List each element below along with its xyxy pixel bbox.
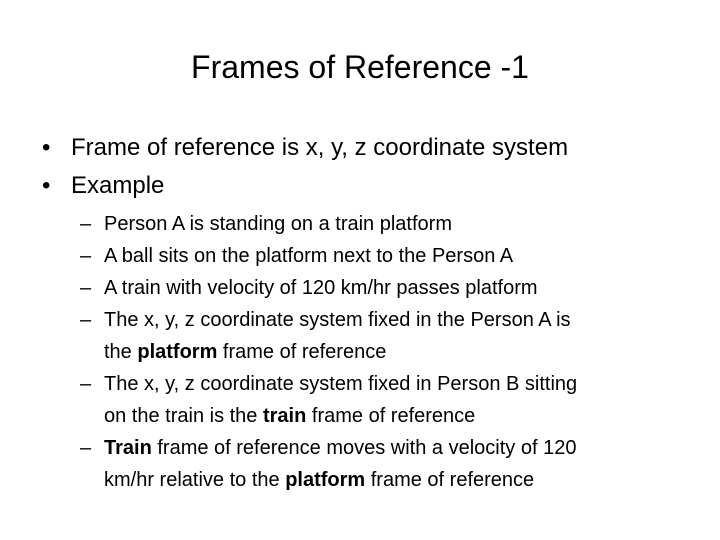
text-run: the <box>104 341 138 363</box>
bold-term: platform <box>285 469 366 491</box>
sub-bullet-marker: – <box>80 277 92 299</box>
bullet-text: Example <box>71 172 165 199</box>
text-run: frame of reference <box>306 405 476 427</box>
slide-title: Frames of Reference -1 <box>191 49 529 85</box>
sub-bullet-marker: – <box>80 213 92 235</box>
bullet-item: • Frame of reference is x, y, z coordinat… <box>42 129 568 167</box>
text-run: km/hr relative to the <box>104 469 286 491</box>
text-run: on the train is the <box>104 405 263 427</box>
sub-bullet-marker: – <box>80 309 92 331</box>
text-run: A train with velocity of 120 km/hr passe… <box>104 277 538 299</box>
sub-bullet-text: A ball sits on the platform next to the … <box>104 240 684 272</box>
bold-term: train <box>262 405 307 427</box>
sub-bullet-line: the platform frame of reference <box>104 336 684 368</box>
bullet-marker: • <box>42 134 51 161</box>
sub-bullet-text: Person A is standing on a train platform <box>104 208 684 240</box>
bold-term: Train <box>104 437 152 459</box>
bullet-text: Frame of reference is x, y, z coordinate… <box>71 134 569 161</box>
sub-bullet-line: on the train is the train frame of refer… <box>104 400 684 432</box>
bold-term: platform <box>137 341 218 363</box>
sub-bullet-line: A train with velocity of 120 km/hr passe… <box>104 272 684 304</box>
sub-bullet-line: The x, y, z coordinate system fixed in t… <box>104 304 684 336</box>
text-run: frame of reference <box>365 469 535 491</box>
sub-bullet-line: km/hr relative to the platform frame of … <box>104 464 684 496</box>
sub-bullet-marker: – <box>80 373 92 395</box>
sub-bullet-line: A ball sits on the platform next to the … <box>104 240 684 272</box>
text-run: Person A is standing on a train platform <box>104 213 452 235</box>
text-run: A ball sits on the platform next to the … <box>104 245 514 267</box>
text-run: The x, y, z coordinate system fixed in P… <box>104 373 578 395</box>
text-run: frame of reference moves with a velocity… <box>151 437 577 459</box>
text-run: The x, y, z coordinate system fixed in t… <box>104 309 571 331</box>
sub-bullet-text: The x, y, z coordinate system fixed in P… <box>104 368 684 432</box>
sub-bullet-text: The x, y, z coordinate system fixed in t… <box>104 304 684 368</box>
bullet-marker: • <box>42 172 51 199</box>
sub-bullet-marker: – <box>80 245 92 267</box>
sub-bullet-text: Train frame of reference moves with a ve… <box>104 432 684 496</box>
text-run: frame of reference <box>217 341 387 363</box>
sub-bullet-line: Train frame of reference moves with a ve… <box>104 432 684 464</box>
sub-bullet-line: Person A is standing on a train platform <box>104 208 684 240</box>
sub-bullet-text: A train with velocity of 120 km/hr passe… <box>104 272 684 304</box>
sub-bullet-marker: – <box>80 437 92 459</box>
bullet-item: • Example <box>42 167 164 205</box>
sub-bullet-line: The x, y, z coordinate system fixed in P… <box>104 368 684 400</box>
